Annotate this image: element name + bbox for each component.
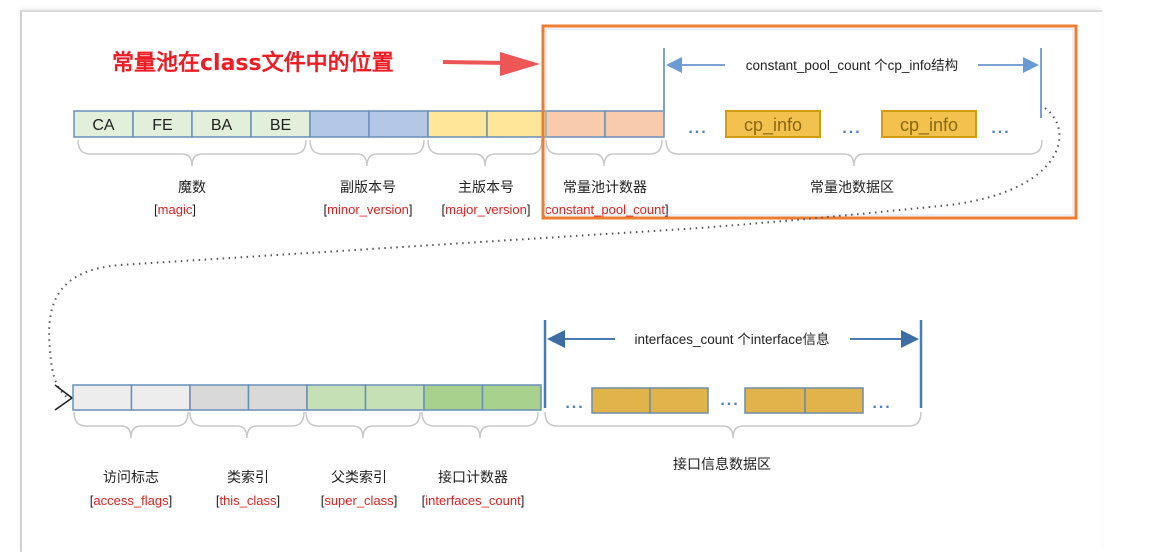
interfaces-count-brace	[421, 411, 539, 439]
constant-pool-count-cell	[545, 110, 606, 138]
field-label-super-class: 父类索引	[331, 469, 387, 486]
field-label-minor-version: 副版本号	[340, 180, 396, 196]
field-code-magic: [magic]	[154, 202, 196, 217]
class-file-diagram: 常量池在class文件中的位置 CA FE BA BE 魔数 [magic] 副版本号…	[48, 24, 1078, 508]
magic-cell	[250, 110, 311, 138]
magic-byte-label: CA	[92, 117, 115, 134]
interfaces-count-cell	[481, 384, 542, 411]
access-flags-cell	[130, 384, 191, 411]
cp-info-box-1	[725, 110, 821, 138]
interface-cell	[804, 387, 864, 414]
constant-pool-area: constant_pool_count 个cp_info结构 ... cp_in…	[663, 48, 1042, 196]
magic-brace	[77, 139, 307, 167]
dotted-connector	[48, 107, 1061, 399]
interfaces-ellipsis-1: ...	[565, 395, 584, 412]
field-code-access-flags: [access_flags]	[90, 493, 172, 508]
super-class-cell	[306, 384, 367, 411]
super-class-cell	[364, 384, 425, 411]
pool-ellipsis-2: ...	[842, 120, 861, 137]
magic-byte-label: BE	[270, 117, 291, 134]
row1-byte-cells: CA FE BA BE	[73, 110, 665, 138]
field-code-text: magic	[158, 202, 193, 217]
svg-text:[magic]: [magic]	[154, 202, 196, 217]
field-code-this-class: [this_class]	[216, 493, 280, 508]
minor-version-cell	[368, 110, 429, 138]
this-class-cell	[189, 384, 250, 411]
diagram-panel	[20, 10, 1102, 552]
interface-cell	[649, 387, 709, 414]
major-version-cell	[486, 110, 547, 138]
field-code-super-class: [super_class]	[321, 493, 398, 508]
row1-labels: 魔数 [magic] 副版本号 [minor_version] 主版本号 [ma…	[154, 180, 669, 217]
row2-labels: 访问标志 [access_flags] 类索引 [this_class] 父类索…	[90, 469, 525, 508]
field-code-major-version: [major_version]	[442, 202, 531, 217]
title-arrow	[442, 52, 540, 76]
major-version-cell	[427, 110, 488, 138]
pool-ellipsis-1: ...	[688, 120, 707, 137]
cp-info-label-1: cp_info	[744, 115, 802, 136]
field-label-interfaces-count: 接口计数器	[438, 469, 508, 486]
field-label-major-version: 主版本号	[458, 180, 514, 196]
row2-byte-cells	[72, 384, 542, 411]
constant-pool-count-brace	[545, 139, 663, 167]
access-flags-cell	[72, 384, 133, 411]
row2-braces	[73, 411, 922, 439]
pool-area-label: 常量池数据区	[810, 180, 894, 196]
magic-byte-label: FE	[152, 117, 172, 134]
minor-version-brace	[309, 139, 425, 167]
cp-info-box-2	[881, 110, 977, 138]
interfaces-span-left-arrow	[547, 330, 565, 348]
interfaces-area: interfaces_count 个interface信息 ... ... ..…	[543, 320, 923, 473]
field-label-access-flags: 访问标志	[103, 470, 159, 486]
pool-span-label: constant_pool_count 个cp_info结构	[746, 58, 958, 73]
field-label-magic: 魔数	[178, 180, 206, 196]
major-version-brace	[427, 139, 543, 167]
minor-version-cell	[309, 110, 370, 138]
this-class-cell	[247, 384, 308, 411]
pool-span-right-arrow	[1023, 57, 1039, 73]
cp-info-label-2: cp_info	[900, 115, 958, 136]
pool-ellipsis-3: ...	[991, 120, 1010, 137]
field-code-minor-version: [minor_version]	[324, 202, 413, 217]
this-class-brace	[189, 411, 305, 439]
constant-pool-count-cell	[604, 110, 665, 138]
interfaces-ellipsis-3: ...	[872, 395, 891, 412]
field-label-constant-pool-count: 常量池计数器	[563, 180, 647, 196]
interfaces-count-cell	[423, 384, 484, 411]
interfaces-ellipsis-2: ...	[720, 392, 739, 409]
field-label-this-class: 类索引	[227, 469, 269, 486]
interfaces-area-brace	[544, 411, 922, 439]
super-class-brace	[305, 411, 421, 439]
row1-braces	[77, 139, 1043, 167]
connector-arrowhead	[54, 384, 74, 411]
interface-cell	[744, 387, 806, 414]
interfaces-area-label: 接口信息数据区	[673, 456, 771, 473]
pool-span-left-arrow	[666, 57, 682, 73]
interfaces-span-right-arrow	[901, 330, 919, 348]
interfaces-span-label: interfaces_count 个interface信息	[634, 331, 829, 347]
constant-pool-area-brace	[665, 139, 1043, 167]
diagram-title: 常量池在class文件中的位置	[112, 50, 394, 76]
interface-cell	[591, 387, 651, 414]
field-code-interfaces-count: [interfaces_count]	[422, 493, 525, 508]
magic-byte-label: BA	[211, 117, 233, 134]
access-flags-brace	[73, 411, 189, 439]
